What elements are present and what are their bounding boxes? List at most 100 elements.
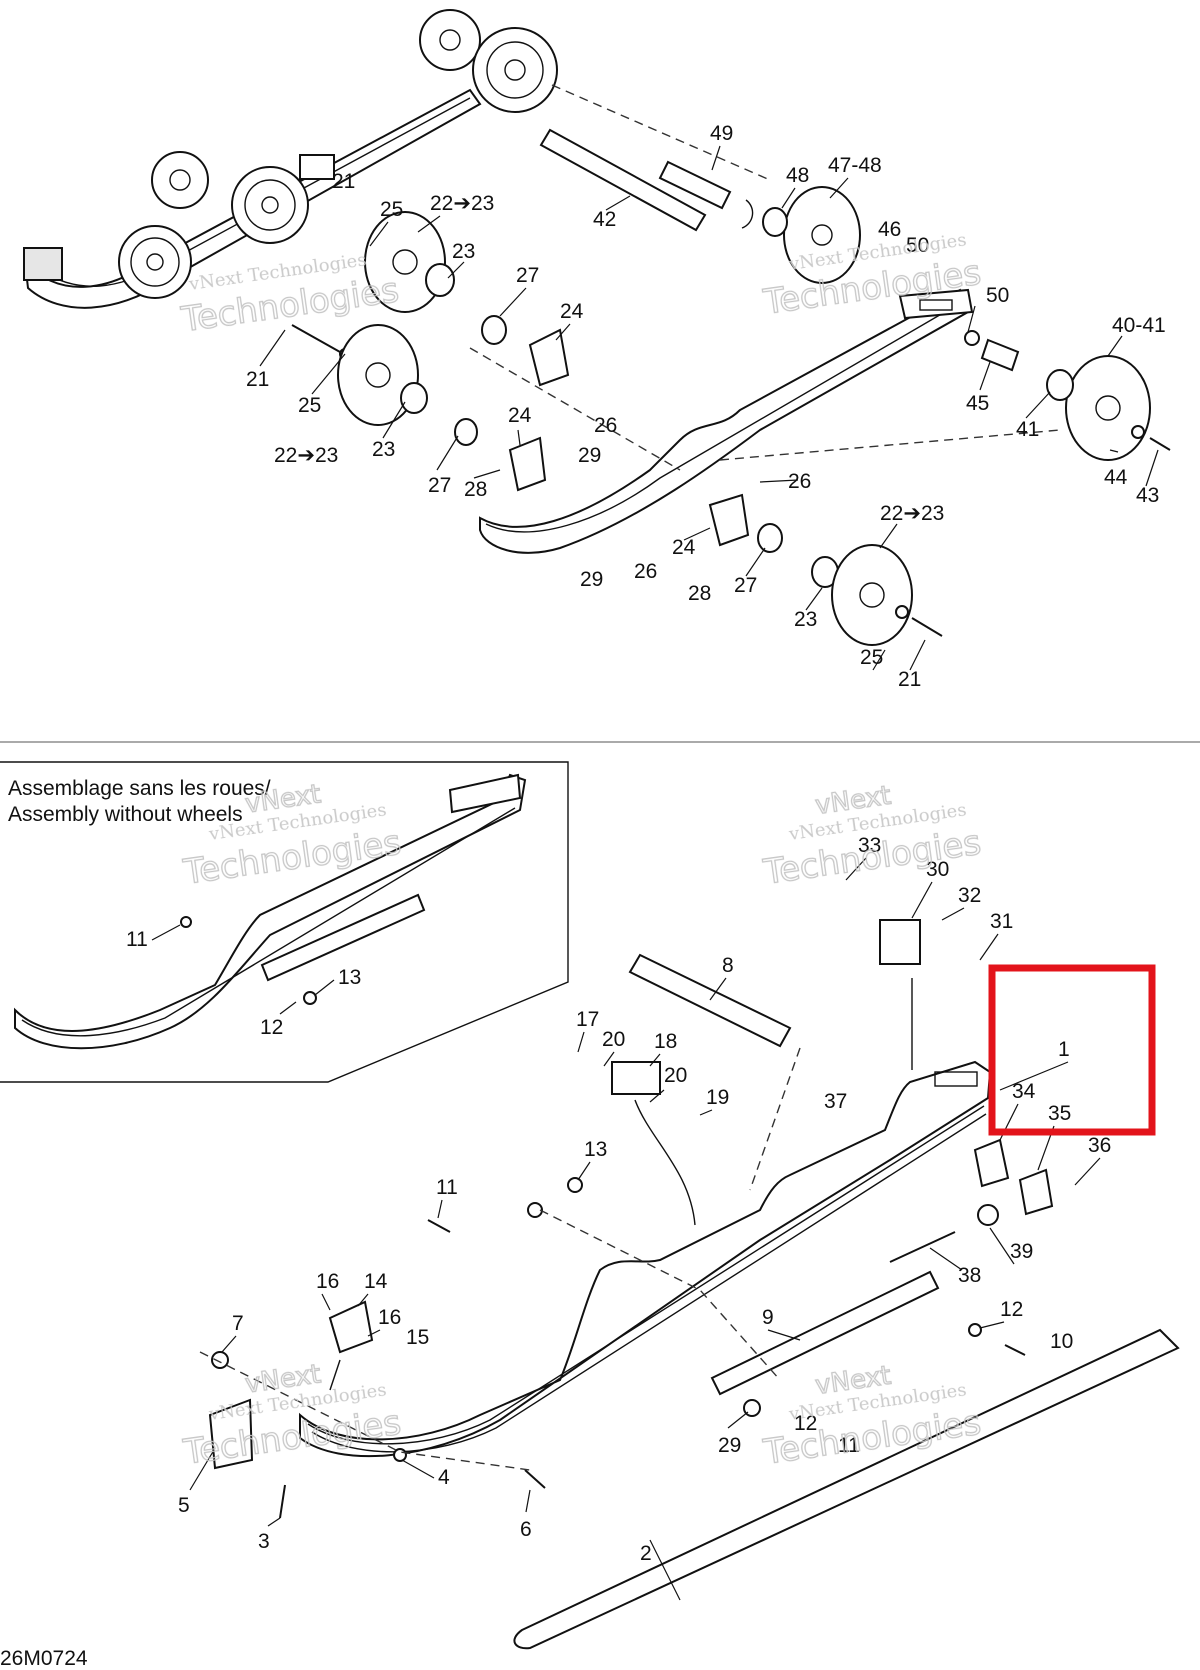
figure-code: 26M0724 <box>0 1647 88 1670</box>
rail-front-tab <box>898 288 974 320</box>
callouts-lower: 33 30 32 31 8 17 20 18 20 19 1 34 35 37 … <box>178 834 1111 1565</box>
callout: 44 <box>1104 466 1128 489</box>
highlight-box <box>988 964 1156 1136</box>
rail-wheel-a <box>151 151 209 209</box>
callout: 22➔23 <box>274 444 338 467</box>
callout: 21 <box>332 170 355 193</box>
wheel-22-23-c <box>831 544 913 646</box>
bracket-14 <box>328 1300 374 1354</box>
rail-block <box>299 154 335 180</box>
callout: 19 <box>706 1086 729 1109</box>
spacer-45 <box>980 338 1020 372</box>
callout: 6 <box>520 1518 532 1541</box>
wheel-22-23-a <box>364 211 446 313</box>
bolt-6 <box>524 1469 546 1489</box>
rail-wheel-d <box>419 9 481 71</box>
nut-13b <box>527 1202 543 1218</box>
nut-7 <box>211 1351 229 1369</box>
inset-assembly-without-wheels: Assemblage sans les roues/ Assembly with… <box>0 761 569 1083</box>
callout: 20 <box>602 1028 625 1051</box>
part-4 <box>393 1448 407 1462</box>
callout: 26 <box>788 470 811 493</box>
callout: 23 <box>372 438 395 461</box>
callout: 20 <box>664 1064 687 1087</box>
washer-27-b <box>454 418 478 446</box>
axle-42 <box>539 128 707 232</box>
washer-12 <box>968 1323 982 1337</box>
callout: 29 <box>578 444 601 467</box>
callout: 28 <box>464 478 487 501</box>
callout: 48 <box>786 164 809 187</box>
bolt-3 <box>279 1484 286 1519</box>
callout: 21 <box>246 368 269 391</box>
callout: 24 <box>508 404 532 427</box>
callout: 29 <box>580 568 603 591</box>
callout: 13 <box>338 966 361 989</box>
callout: 39 <box>1010 1240 1033 1263</box>
callout: 47-48 <box>828 154 882 177</box>
callout: 4 <box>438 1466 450 1489</box>
callout: 28 <box>688 582 711 605</box>
callout: 40-41 <box>1112 314 1166 337</box>
callout: 24 <box>560 300 584 323</box>
callout: 11 <box>838 1434 860 1457</box>
bearing-23-a <box>425 263 455 297</box>
axle-8 <box>628 953 792 1048</box>
bracket-24-c <box>708 493 750 547</box>
callout: 11 <box>126 928 148 951</box>
inset-rail-tab <box>448 773 522 814</box>
washer-27-c <box>757 523 783 553</box>
callout: 22➔23 <box>880 502 944 525</box>
callout: 42 <box>593 208 616 231</box>
wear-strip-2 <box>513 1328 1180 1650</box>
callout: 43 <box>1136 484 1159 507</box>
callout: 29 <box>718 1434 741 1457</box>
callout: 16 <box>316 1270 339 1293</box>
callout: 33 <box>858 834 881 857</box>
callout: 23 <box>452 240 475 263</box>
wheel-40-41 <box>1065 355 1151 461</box>
callout: 14 <box>364 1270 388 1293</box>
callout: 24 <box>672 536 696 559</box>
block-18 <box>611 1061 661 1095</box>
bolt-21-c <box>911 617 943 637</box>
callout: 12 <box>794 1412 817 1435</box>
bolt-38 <box>889 1231 956 1263</box>
rail-wheel-e <box>472 27 558 113</box>
lower-slide-rail <box>479 288 970 554</box>
callout: 34 <box>1012 1080 1036 1103</box>
callout: 12 <box>1000 1298 1023 1321</box>
callout: 23 <box>794 608 817 631</box>
callout: 3 <box>258 1530 270 1553</box>
callout: 2 <box>640 1542 652 1565</box>
callout: 21 <box>898 668 921 691</box>
callout: 37 <box>824 1090 847 1113</box>
callout: 25 <box>298 394 321 417</box>
callout: 36 <box>1088 1134 1111 1157</box>
rail-wheel-b <box>118 225 192 299</box>
callout: 11 <box>436 1176 458 1199</box>
callout: 7 <box>232 1312 244 1335</box>
callout: 9 <box>762 1306 774 1329</box>
nut-39 <box>977 1204 999 1226</box>
lower-assembly: 33 30 32 31 8 17 20 18 20 19 1 34 35 37 … <box>178 834 1180 1650</box>
callout: 35 <box>1048 1102 1071 1125</box>
callout: 5 <box>178 1494 190 1517</box>
washer-50 <box>964 330 980 346</box>
inset-caption-line2: Assembly without wheels <box>8 803 243 826</box>
washer-44 <box>1131 425 1145 439</box>
bearing-23-b <box>400 382 428 414</box>
callout: 12 <box>260 1016 283 1039</box>
bracket-34 <box>973 1138 1010 1188</box>
inset-caption-line1: Assemblage sans les roues/ <box>8 777 271 800</box>
inset-slider-13 <box>260 893 426 982</box>
upper-rail <box>23 88 482 309</box>
washer-27-a <box>481 315 507 345</box>
wheel-22-23-b <box>337 324 419 426</box>
callout: 50 <box>906 234 929 257</box>
callout: 32 <box>958 884 981 907</box>
callout: 41 <box>1016 418 1039 441</box>
bolt-43 <box>1149 437 1171 451</box>
callout: 10 <box>1050 1330 1073 1353</box>
